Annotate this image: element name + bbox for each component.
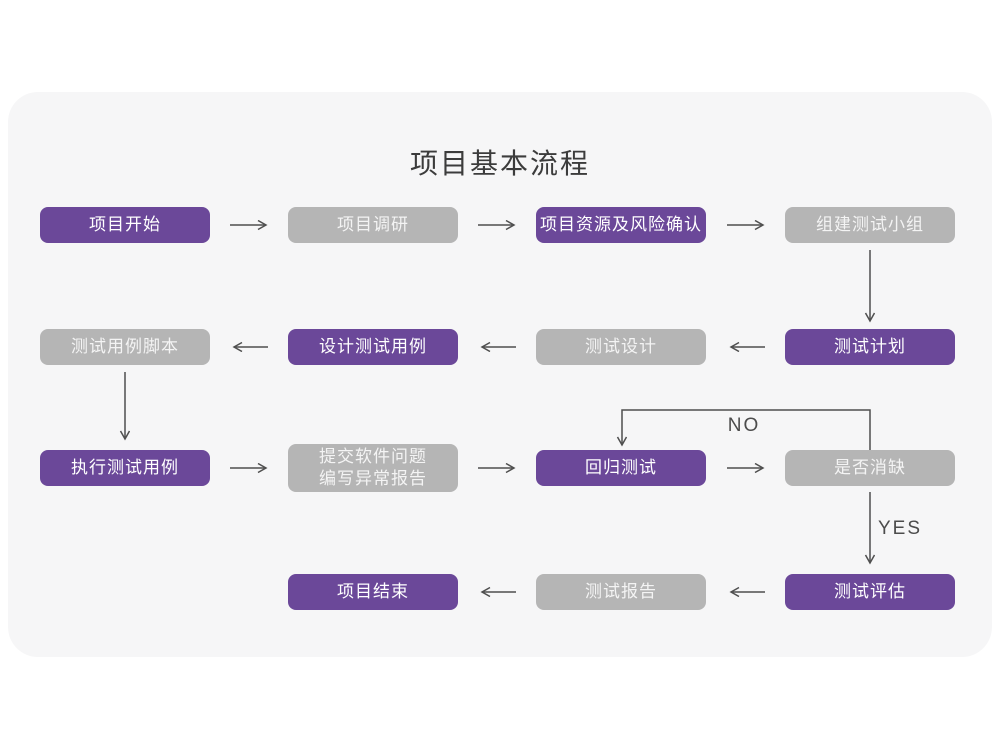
- node-project-start: 项目开始: [40, 207, 210, 243]
- edge-label-yes: YES: [878, 518, 923, 539]
- node-test-report: 测试报告: [536, 574, 706, 610]
- node-test-case-script: 测试用例脚本: [40, 329, 210, 365]
- node-resources-risk: 项目资源及风险确认: [536, 207, 706, 243]
- node-defect-cleared: 是否消缺: [785, 450, 955, 486]
- node-execute-test-case: 执行测试用例: [40, 450, 210, 486]
- node-regression-test: 回归测试: [536, 450, 706, 486]
- flowchart-card: [8, 92, 992, 657]
- node-project-research: 项目调研: [288, 207, 458, 243]
- node-design-test-case: 设计测试用例: [288, 329, 458, 365]
- node-project-end: 项目结束: [288, 574, 458, 610]
- node-test-plan: 测试计划: [785, 329, 955, 365]
- edge-label-no: NO: [727, 415, 761, 436]
- node-line: 编写异常报告: [319, 469, 427, 488]
- page-title: 项目基本流程: [409, 148, 590, 179]
- node-submit-issue-report: 提交软件问题 编写异常报告: [288, 444, 458, 492]
- node-test-evaluation: 测试评估: [785, 574, 955, 610]
- node-build-test-team: 组建测试小组: [785, 207, 955, 243]
- node-test-design: 测试设计: [536, 329, 706, 365]
- node-line: 提交软件问题: [319, 447, 427, 466]
